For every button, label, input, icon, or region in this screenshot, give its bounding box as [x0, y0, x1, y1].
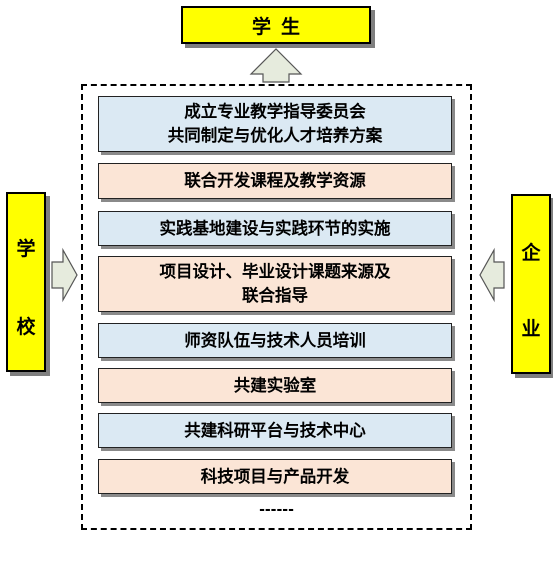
step-4-line-2: 联合指导 — [242, 286, 308, 305]
step-box-6: 共建实验室 — [98, 368, 452, 403]
step-box-2: 联合开发课程及教学资源 — [98, 163, 452, 199]
step-5-line-1: 师资队伍与技术人员培训 — [184, 330, 366, 350]
step-box-1: 成立专业教学指导委员会 共同制定与优化人才培养方案 — [98, 96, 452, 152]
step-3-line-1: 实践基地建设与实践环节的实施 — [159, 218, 391, 238]
step-1-line-2: 共同制定与优化人才培养方案 — [167, 126, 383, 145]
step-4-line-1: 项目设计、毕业设计课题来源及 — [159, 262, 391, 281]
school-label-char-2: 校 — [16, 316, 36, 338]
school-box: 学 校 — [6, 192, 46, 372]
step-box-8: 科技项目与产品开发 — [98, 459, 452, 494]
cooperation-frame — [81, 84, 472, 530]
student-box: 学生 — [181, 6, 371, 44]
step-box-4: 项目设计、毕业设计课题来源及 联合指导 — [98, 256, 452, 312]
enterprise-box: 企 业 — [511, 194, 551, 374]
enterprise-label-char-2: 业 — [521, 318, 541, 340]
student-label: 学生 — [251, 15, 310, 38]
step-8-line-1: 科技项目与产品开发 — [200, 466, 350, 486]
step-box-7: 共建科研平台与技术中心 — [98, 413, 452, 448]
step-6-line-1: 共建实验室 — [233, 375, 317, 395]
step-1-line-1: 成立专业教学指导委员会 — [184, 102, 366, 121]
step-2-line-1: 联合开发课程及教学资源 — [184, 171, 366, 190]
step-box-3: 实践基地建设与实践环节的实施 — [98, 211, 452, 246]
enterprise-label-char-1: 企 — [521, 242, 541, 264]
step-7-line-1: 共建科研平台与技术中心 — [184, 420, 366, 440]
school-label-char-1: 学 — [16, 238, 36, 260]
ellipsis-text: ------ — [259, 502, 294, 518]
step-box-5: 师资队伍与技术人员培训 — [98, 323, 452, 358]
